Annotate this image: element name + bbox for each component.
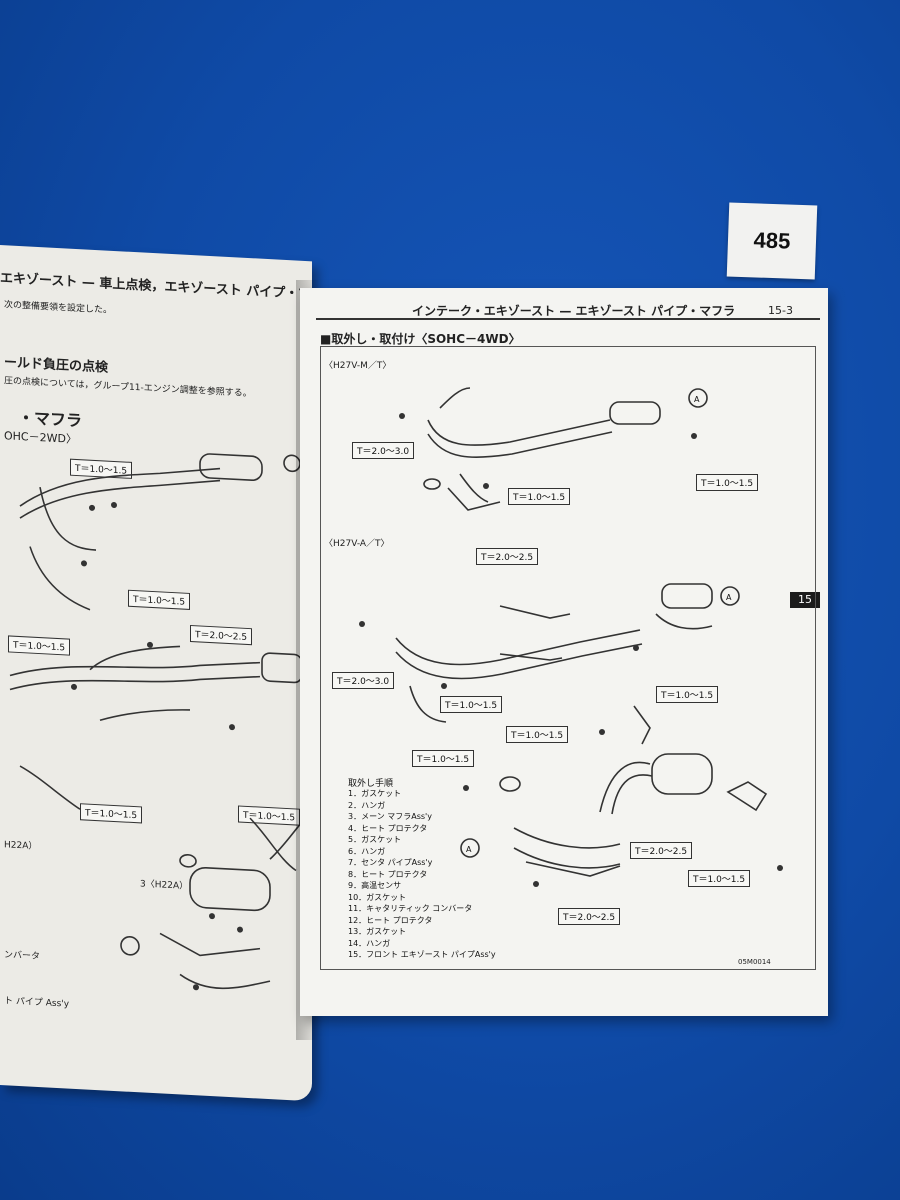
lot-number: 485	[753, 227, 791, 254]
torque-at-2025-c: T＝2.0～2.5	[558, 908, 621, 925]
lot-number-sticker: 485	[726, 202, 818, 280]
chapter-tab: 15	[790, 592, 820, 608]
procedure-title: 取外し手順	[348, 779, 394, 789]
header-rule	[316, 318, 820, 320]
procedure-step: 7．センタ パイプAss'y	[348, 858, 433, 867]
left-page: エキゾースト — 車上点検，エキゾースト パイプ・マフラ 次の整備要領を設定した…	[0, 245, 312, 1102]
procedure-step: 4．ヒート プロテクタ	[348, 823, 428, 833]
left-exploded-diagram	[9, 453, 311, 991]
right-exploded-diagram: A A A	[359, 387, 783, 887]
procedure-step: 10．ガスケット	[348, 892, 407, 902]
figure-code: 05M0014	[738, 958, 771, 966]
procedure-step: 3．メーン マフラAss'y	[348, 812, 432, 821]
procedure-list: 1．ガスケット 2．ハンガ 3．メーン マフラAss'y 4．ヒート プロテクタ…	[348, 788, 496, 961]
diagram-frame	[320, 346, 816, 970]
svg-text:A: A	[466, 845, 472, 854]
torque-at-1015-d: T＝1.0～1.5	[412, 750, 475, 767]
svg-text:A: A	[694, 395, 700, 404]
procedure-step: 14．ハンガ	[348, 938, 391, 948]
torque-mt-1015-b: T＝1.0～1.5	[696, 474, 759, 491]
procedure-step: 12．ヒート プロテクタ	[348, 915, 433, 925]
procedure-step: 8．ヒート プロテクタ	[348, 869, 428, 879]
procedure-step: 5．ガスケット	[348, 835, 402, 844]
right-page-header: インテーク・エキゾースト — エキゾースト パイプ・マフラ	[412, 304, 736, 318]
procedure-step: 1．ガスケット	[348, 789, 402, 798]
torque-at-1015-e: T＝1.0～1.5	[688, 870, 751, 887]
svg-text:A: A	[726, 593, 732, 602]
right-page: インテーク・エキゾースト — エキゾースト パイプ・マフラ 15-3 ■取外し・…	[300, 288, 828, 1016]
torque-at-1015-a: T＝1.0～1.5	[440, 696, 503, 713]
torque-mt-1015-a: T＝1.0～1.5	[508, 488, 571, 505]
torque-at-2025-a: T＝2.0～2.5	[476, 548, 539, 565]
variant-mt-label: 〈H27V-M／T〉	[324, 361, 392, 371]
procedure-step: 13．ガスケット	[348, 927, 407, 936]
torque-mt-2030: T＝2.0～3.0	[352, 442, 415, 459]
section-title: ■取外し・取付け〈SOHC－4WD〉	[320, 332, 521, 346]
procedure-step: 11．キャタリティック コンバータ	[348, 904, 473, 913]
procedure-step: 9．高温センサ	[348, 881, 402, 890]
variant-at-label: 〈H27V-A／T〉	[324, 539, 390, 549]
torque-at-1015-c: T＝1.0～1.5	[506, 726, 569, 743]
torque-at-2025-b: T＝2.0～2.5	[630, 842, 693, 859]
torque-at-1015-b: T＝1.0～1.5	[656, 686, 719, 703]
torque-at-2030: T＝2.0～3.0	[332, 672, 395, 689]
page-number: 15-3	[768, 304, 793, 317]
procedure-step: 6．ハンガ	[348, 846, 386, 856]
procedure-step: 15．フロント エキゾースト パイプAss'y	[348, 950, 496, 959]
procedure-step: 2．ハンガ	[348, 800, 386, 810]
